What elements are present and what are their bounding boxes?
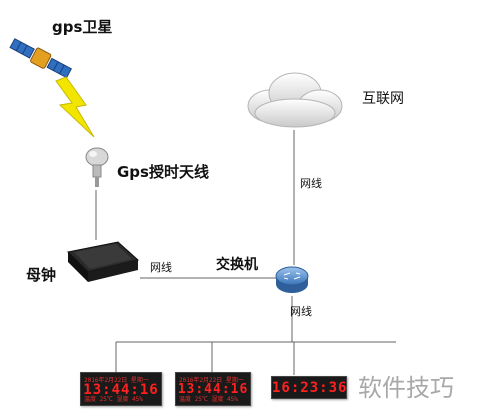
satellite-icon bbox=[9, 38, 72, 79]
cable-label-switch: 网线 bbox=[290, 305, 312, 318]
internet-label: 互联网 bbox=[362, 91, 404, 107]
display-env: 温度 25℃ 湿度 45% bbox=[84, 396, 143, 403]
master-clock-label: 母钟 bbox=[26, 266, 57, 284]
antenna-label: Gps授时天线 bbox=[117, 163, 209, 181]
display-time: 13:44:16 bbox=[83, 382, 159, 398]
display-env: 温度 25℃ 湿度 45% bbox=[179, 396, 238, 403]
led-display-3: 16:23:36 bbox=[271, 376, 347, 399]
cable-label-master: 网线 bbox=[150, 261, 172, 274]
satellite-label: gps卫星 bbox=[52, 18, 113, 36]
display-date: 2016年2月22日 星期一 bbox=[179, 377, 244, 384]
watermark: 软件技巧 bbox=[358, 374, 454, 402]
cloud-icon bbox=[247, 72, 343, 128]
display-time: 13:44:16 bbox=[177, 382, 249, 397]
display-time: 16:23:36 bbox=[272, 380, 348, 396]
master-clock-icon bbox=[66, 241, 140, 282]
led-display-1: 2016年2月22日 星期一 13:44:16 温度 25℃ 湿度 45% bbox=[80, 372, 162, 406]
display-date: 2016年2月22日 星期一 bbox=[84, 377, 149, 384]
cable-label-cloud: 网线 bbox=[300, 177, 322, 190]
led-display-2: 2016年2月22日 星期一 13:44:16 温度 25℃ 湿度 45% bbox=[175, 372, 251, 406]
switch-icon bbox=[275, 266, 309, 293]
lightning-icon bbox=[55, 76, 95, 138]
switch-label: 交换机 bbox=[216, 257, 258, 273]
gps-antenna-icon bbox=[85, 147, 109, 187]
